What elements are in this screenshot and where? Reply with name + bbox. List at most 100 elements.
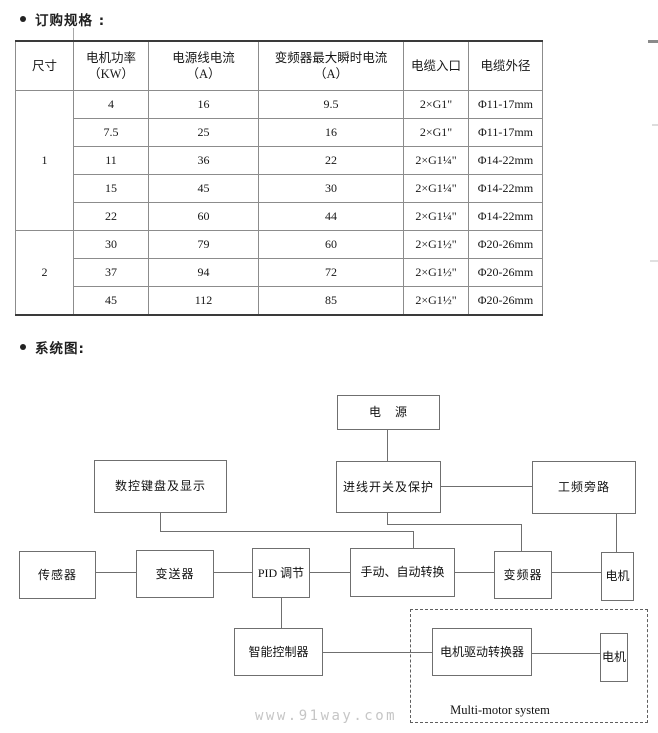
table-cell: 2×G1" <box>403 118 469 147</box>
diagram-box-bypass: 工频旁路 <box>532 461 636 514</box>
table-cell: 11 <box>73 146 149 175</box>
connector-line <box>532 653 600 654</box>
diagram-box-power: 电 源 <box>337 395 440 430</box>
section-title-specs: 订购规格 : <box>20 9 105 29</box>
scan-artifact <box>650 260 658 262</box>
col-header-motor-power: 电机功率 （KW） <box>73 40 149 91</box>
connector-line <box>323 652 432 653</box>
section-title-text: 订购规格 : <box>35 13 106 29</box>
diagram-box-motor-drive-converter: 电机驱动转换器 <box>432 628 532 676</box>
table-cell: 72 <box>258 258 404 287</box>
bullet-icon <box>20 344 26 350</box>
col-header-size: 尺寸 <box>15 40 74 91</box>
table-cell: 22 <box>73 202 149 231</box>
table-cell: Φ20-26mm <box>468 258 543 287</box>
table-cell: 9.5 <box>258 90 404 119</box>
table-cell: 22 <box>258 146 404 175</box>
table-cell: 44 <box>258 202 404 231</box>
scan-artifact <box>652 124 658 126</box>
table-cell: 85 <box>258 286 404 316</box>
connector-line <box>310 572 350 573</box>
connector-line <box>387 524 522 525</box>
diagram-box-inverter: 变频器 <box>494 551 552 599</box>
diagram-box-sensor: 传感器 <box>19 551 96 599</box>
connector-line <box>441 486 532 487</box>
watermark: www.91way.com <box>255 708 398 724</box>
connector-line <box>160 513 161 531</box>
multi-motor-label: Multi-motor system <box>450 703 550 717</box>
diagram-box-controller: 智能控制器 <box>234 628 323 676</box>
section-title-diagram: 系统图: <box>20 337 85 357</box>
section-title-text: 系统图: <box>35 341 85 357</box>
table-cell: 2×G1¼" <box>403 146 469 175</box>
connector-line <box>160 531 414 532</box>
size-group-cell: 1 <box>15 90 74 231</box>
table-header-row: 尺寸 电机功率 （KW） 电源线电流 （A） 变频器最大瞬时电流 （A） 电缆入… <box>15 40 543 91</box>
spec-table: 尺寸 电机功率 （KW） 电源线电流 （A） 变频器最大瞬时电流 （A） 电缆入… <box>15 40 543 316</box>
diagram-box-manual-auto: 手动、自动转换 <box>350 548 455 597</box>
table-cell: Φ14-22mm <box>468 202 543 231</box>
table-cell: 60 <box>258 230 404 259</box>
diagram-box-incoming-switch: 进线开关及保护 <box>336 461 441 513</box>
connector-line <box>387 430 388 461</box>
table-cell: 2×G1½" <box>403 258 469 287</box>
diagram-box-motor-top: 电机 <box>601 552 634 601</box>
table-cell: 15 <box>73 174 149 203</box>
table-cell: Φ20-26mm <box>468 230 543 259</box>
diagram-box-transmitter: 变送器 <box>136 550 214 598</box>
diagram-box-pid: PID 调节 <box>252 548 310 598</box>
table-cell: Φ11-17mm <box>468 118 543 147</box>
table-cell: 2×G1½" <box>403 230 469 259</box>
connector-line <box>455 572 494 573</box>
scan-artifact <box>73 28 74 40</box>
table-cell: 79 <box>148 230 259 259</box>
col-header-cable-entry: 电缆入口 <box>403 40 469 91</box>
diagram-box-motor-bottom: 电机 <box>600 633 628 682</box>
table-cell: 7.5 <box>73 118 149 147</box>
col-header-max-current: 变频器最大瞬时电流 （A） <box>258 40 404 91</box>
table-cell: 30 <box>258 174 404 203</box>
table-cell: 60 <box>148 202 259 231</box>
table-cell: Φ11-17mm <box>468 90 543 119</box>
connector-line <box>214 572 252 573</box>
connector-line <box>281 598 282 628</box>
table-cell: 2×G1" <box>403 90 469 119</box>
table-cell: 2×G1¼" <box>403 202 469 231</box>
table-cell: 25 <box>148 118 259 147</box>
connector-line <box>413 531 414 548</box>
table-cell: Φ14-22mm <box>468 174 543 203</box>
table-cell: 112 <box>148 286 259 316</box>
table-cell: 45 <box>73 286 149 316</box>
table-cell: 45 <box>148 174 259 203</box>
table-cell: 37 <box>73 258 149 287</box>
table-cell: 2×G1¼" <box>403 174 469 203</box>
size-group-cell: 2 <box>15 230 74 316</box>
table-cell: 16 <box>258 118 404 147</box>
multi-motor-group-box <box>410 609 648 723</box>
connector-line <box>521 524 522 551</box>
col-header-line-current: 电源线电流 （A） <box>148 40 259 91</box>
connector-line <box>616 514 617 552</box>
connector-line <box>96 572 136 573</box>
table-cell: Φ20-26mm <box>468 286 543 316</box>
scan-artifact <box>648 40 658 43</box>
col-header-cable-diameter: 电缆外径 <box>468 40 543 91</box>
connector-line <box>552 572 601 573</box>
bullet-icon <box>20 16 26 22</box>
diagram-box-keypad-display: 数控键盘及显示 <box>94 460 227 513</box>
connector-line <box>387 513 388 524</box>
table-cell: Φ14-22mm <box>468 146 543 175</box>
table-cell: 4 <box>73 90 149 119</box>
table-cell: 2×G1½" <box>403 286 469 316</box>
table-cell: 30 <box>73 230 149 259</box>
table-cell: 36 <box>148 146 259 175</box>
table-cell: 16 <box>148 90 259 119</box>
